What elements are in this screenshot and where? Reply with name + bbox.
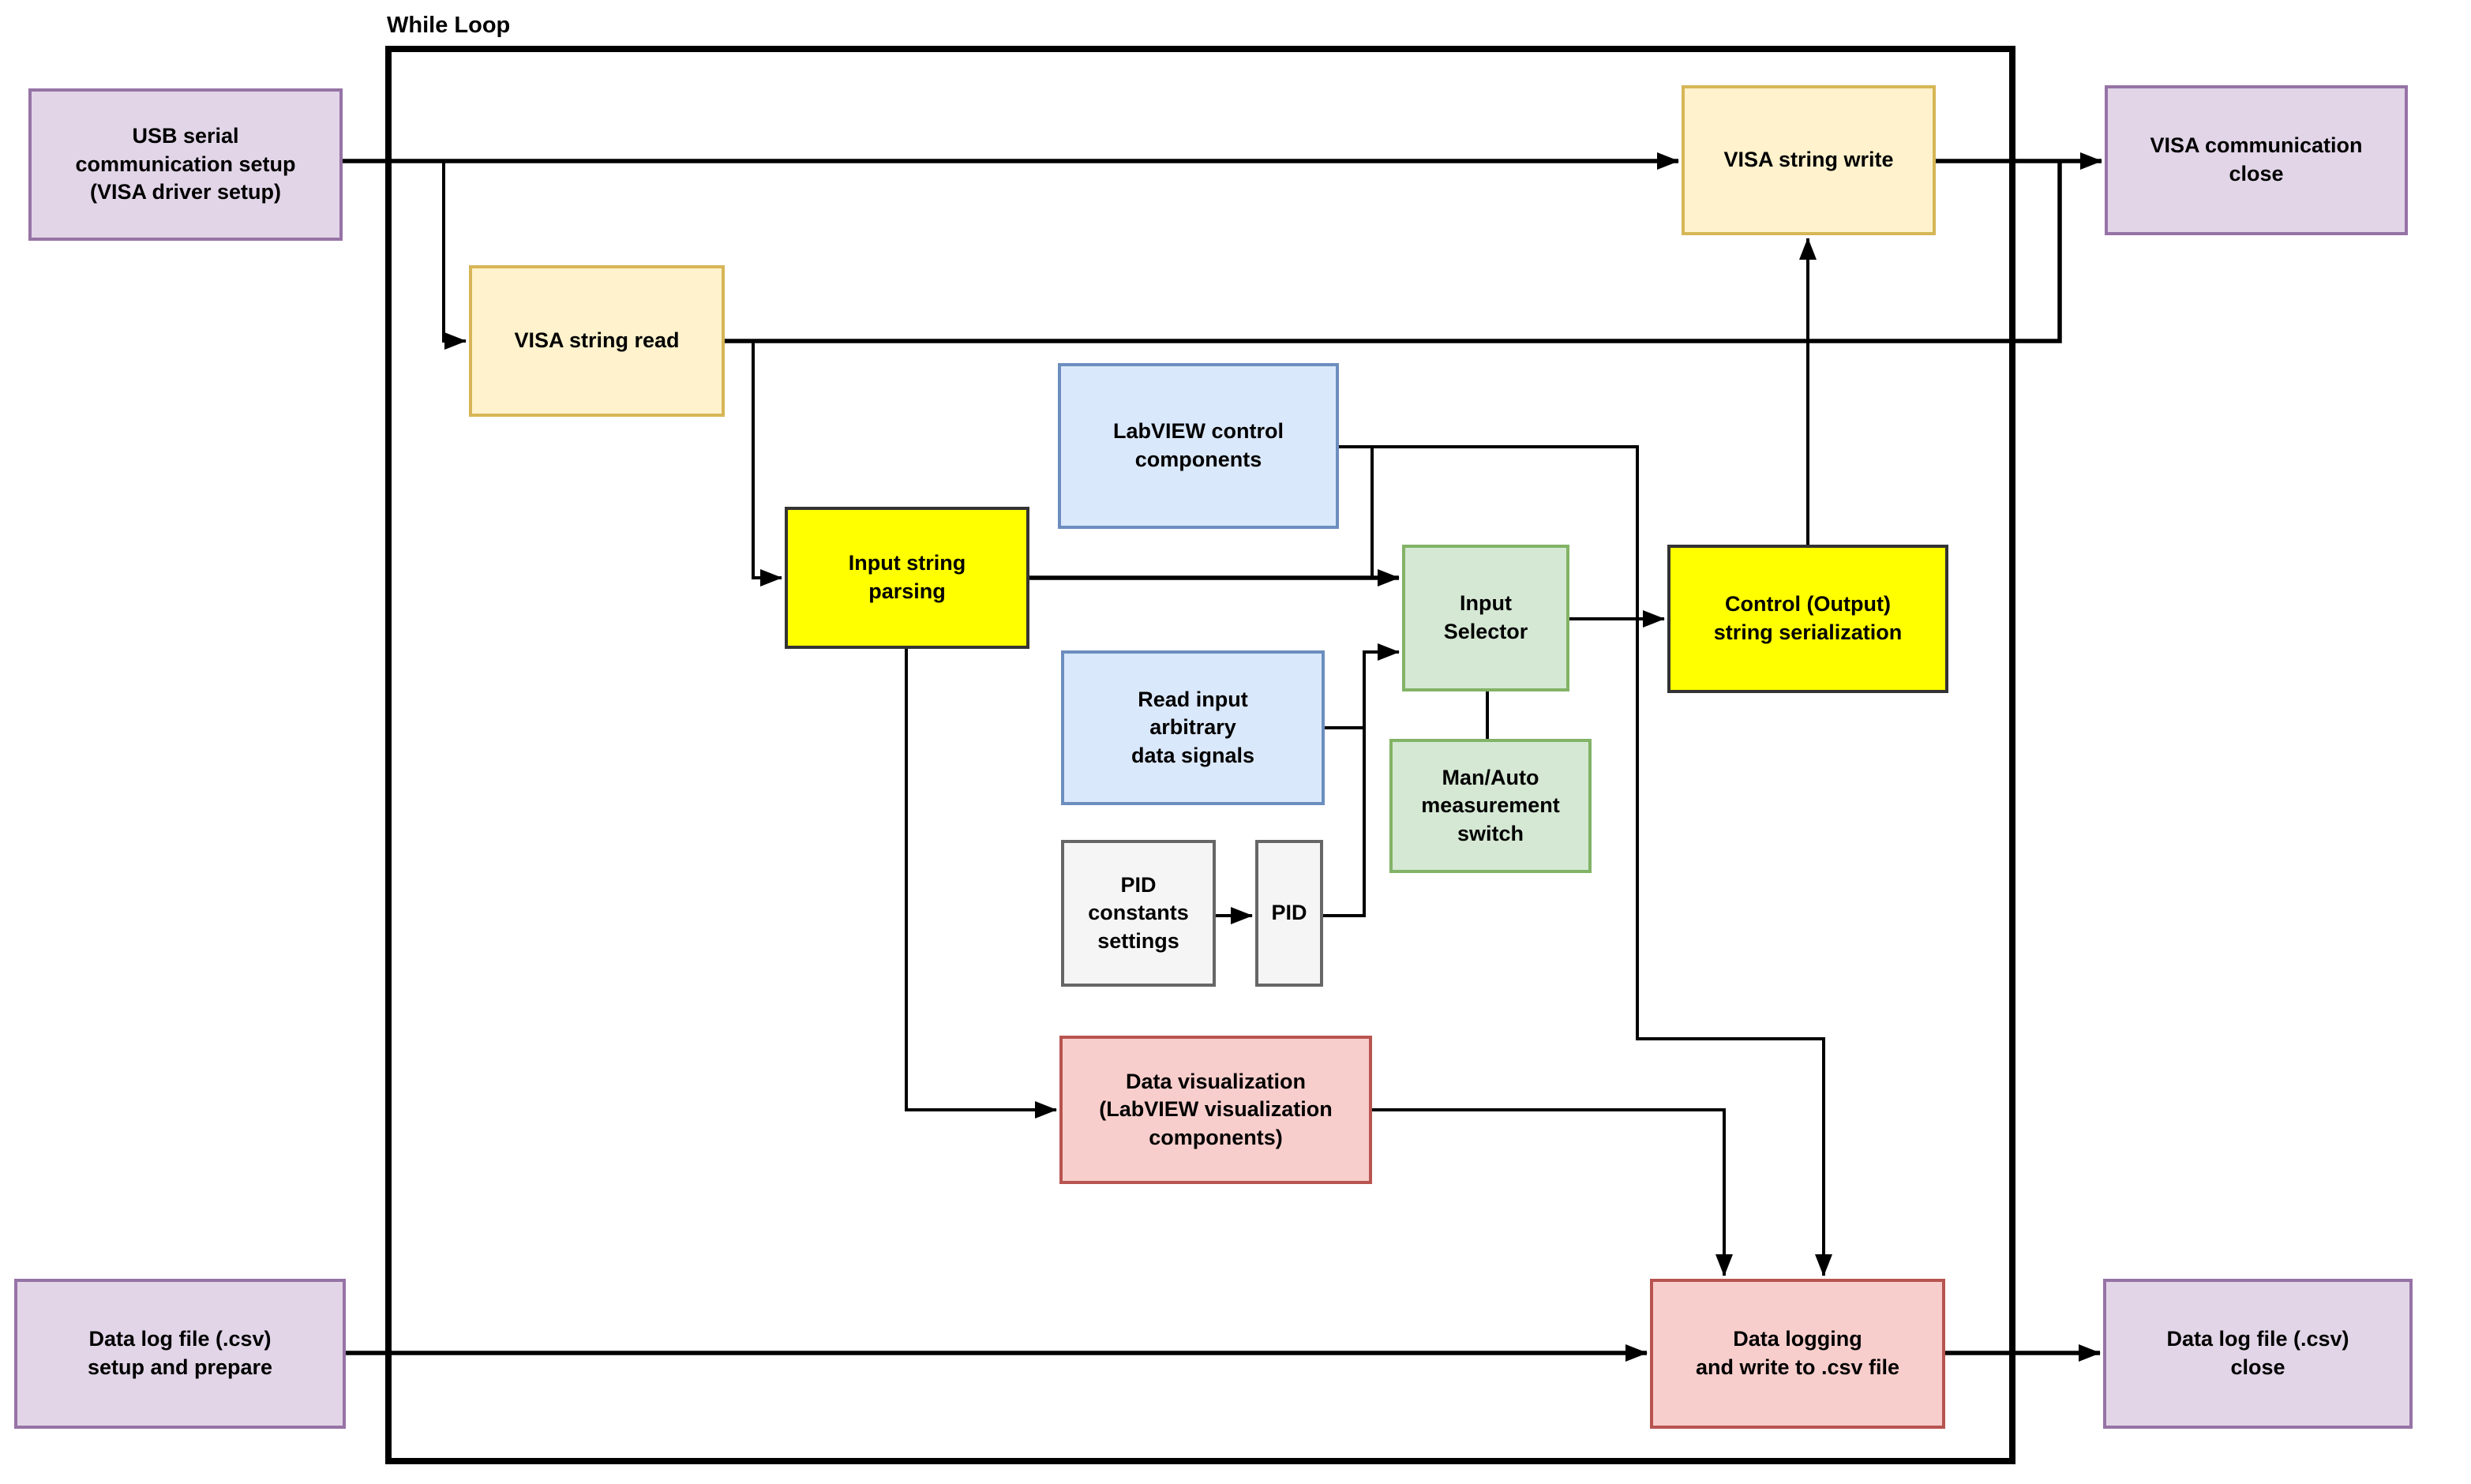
node-label: Man/Auto measurement switch — [1421, 765, 1560, 845]
while-loop-border — [385, 46, 2015, 1464]
node-control-output-serialization: Control (Output) string serialization — [1667, 545, 1948, 693]
node-datalog-setup: Data log file (.csv) setup and prepare — [14, 1279, 346, 1429]
node-man-auto-switch: Man/Auto measurement switch — [1389, 739, 1592, 873]
connector-pid-to-selector — [1323, 643, 1400, 917]
node-input-string-parsing: Input string parsing — [785, 507, 1029, 649]
node-label: Data log file (.csv) close — [2166, 1327, 2349, 1379]
connector-usb-to-visa-read — [442, 161, 467, 350]
node-label: VISA string read — [514, 328, 680, 353]
node-label: Read input arbitrary data signals — [1131, 687, 1255, 767]
node-input-selector: Input Selector — [1402, 545, 1569, 691]
connector-parsing-to-visualization — [905, 649, 1057, 1119]
node-label: VISA string write — [1723, 148, 1894, 172]
node-data-logging: Data logging and write to .csv file — [1650, 1279, 1945, 1429]
node-visa-string-read: VISA string read — [469, 265, 725, 417]
node-datalog-close: Data log file (.csv) close — [2103, 1279, 2413, 1429]
node-label: PID constants settings — [1088, 872, 1189, 953]
node-data-visualization: Data visualization (LabVIEW visualizatio… — [1059, 1036, 1372, 1184]
node-label: LabVIEW control components — [1113, 419, 1284, 471]
connector-visa-read-to-parsing — [752, 341, 782, 586]
node-label: Data log file (.csv) setup and prepare — [87, 1327, 273, 1379]
node-pid: PID — [1255, 840, 1323, 987]
node-label: VISA communication close — [2150, 133, 2363, 186]
node-read-input-signals: Read input arbitrary data signals — [1061, 650, 1325, 805]
node-label: USB serial communication setup (VISA dri… — [75, 124, 296, 204]
node-label: PID — [1271, 901, 1307, 925]
node-label: Input Selector — [1443, 591, 1528, 643]
node-visa-communication-close: VISA communication close — [2105, 85, 2408, 235]
connector-labview-to-logging — [1339, 445, 1832, 1276]
node-pid-constants-settings: PID constants settings — [1061, 840, 1216, 987]
node-label: Control (Output) string serialization — [1713, 592, 1903, 644]
node-labview-control-components: LabVIEW control components — [1058, 363, 1339, 529]
connector-visualization-to-logging — [1372, 1108, 1733, 1276]
node-label: Data visualization (LabVIEW visualizatio… — [1099, 1069, 1333, 1149]
connector-visa-read-to-close — [725, 161, 2062, 343]
node-label: Input string parsing — [848, 551, 966, 603]
node-visa-string-write: VISA string write — [1682, 85, 1936, 235]
node-usb-serial-setup: USB serial communication setup (VISA dri… — [28, 88, 343, 241]
while-loop-label: While Loop — [387, 13, 511, 38]
node-label: Data logging and write to .csv file — [1695, 1327, 1900, 1379]
